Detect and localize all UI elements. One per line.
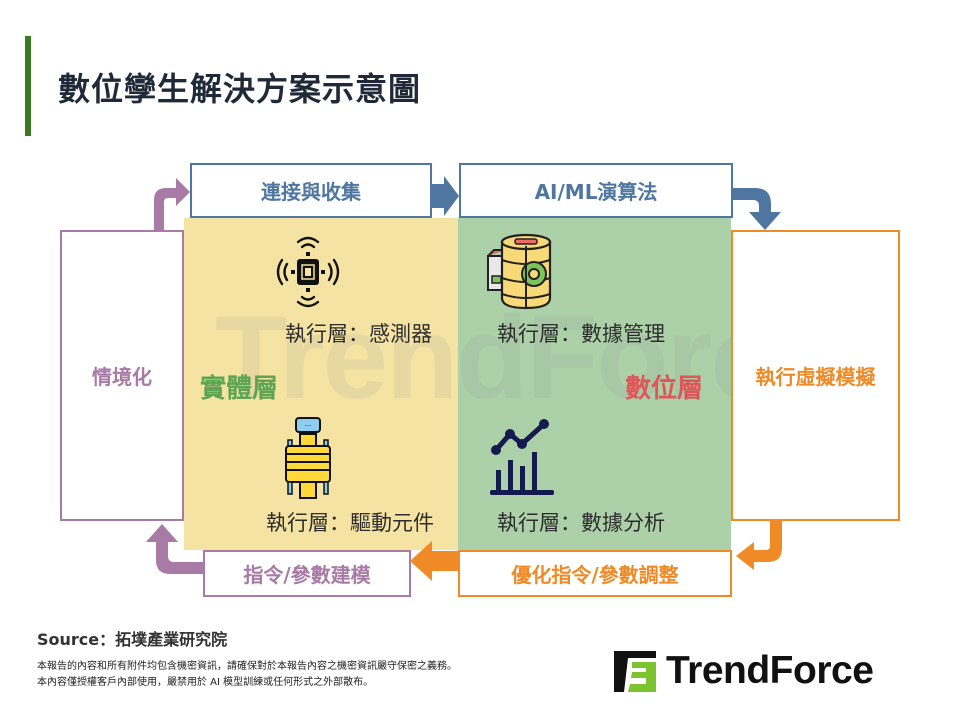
orange-arrow-left-icon [410, 541, 458, 581]
blue-arrow-right-icon [432, 176, 459, 216]
trendforce-logo-text: TrendForce [666, 649, 874, 692]
command-modeling-label: 指令/參數建模 [243, 563, 371, 587]
exec-sensor-label: 執行層：感測器 [285, 322, 432, 346]
title-accent-bar [25, 36, 31, 136]
command-modeling-box: 指令/參數建模 [203, 550, 411, 597]
virtual-simulation-box: 執行虛擬模擬 [731, 230, 900, 521]
exec-data-management-label: 執行層：數據管理 [497, 322, 665, 346]
optimize-adjust-box: 優化指令/參數調整 [458, 550, 732, 597]
optimize-adjust-label: 優化指令/參數調整 [511, 563, 679, 587]
connect-collect-box: 連接與收集 [190, 163, 432, 218]
sensor-chip-icon [276, 236, 340, 308]
source-label: Source：拓墣產業研究院 [37, 630, 228, 649]
contextualize-label: 情境化 [92, 365, 152, 389]
aiml-algorithm-label: AI/ML演算法 [534, 180, 658, 204]
trendforce-logo: TrendForce [612, 646, 932, 696]
disclaimer-line-2: 本內容僅授權客戶內部使用，嚴禁用於 AI 模型訓練或任何形式之外部散布。 [37, 677, 374, 688]
orange-curved-arrow-left-icon [736, 520, 782, 570]
virtual-simulation-label: 執行虛擬模擬 [755, 365, 876, 389]
aiml-algorithm-box: AI/ML演算法 [459, 163, 733, 218]
connector-actuator-icon: ··· [285, 417, 331, 499]
disclaimer-line-1: 本報告的內容和所有附件均包含機密資訊，請確保對於本報告內容之機密資訊嚴守保密之義… [37, 661, 457, 672]
analytics-chart-icon [490, 419, 554, 495]
digital-layer-label: 數位層 [625, 374, 704, 404]
purple-curved-arrow-up-icon [146, 524, 204, 574]
purple-curved-arrow-up-right-icon [154, 178, 190, 230]
connect-collect-label: 連接與收集 [261, 180, 361, 204]
page-title: 數位孿生解決方案示意圖 [58, 70, 422, 108]
contextualize-box: 情境化 [60, 230, 184, 521]
exec-actuator-label: 執行層：驅動元件 [266, 511, 434, 535]
database-gear-icon [487, 233, 552, 310]
svg-text:···: ··· [305, 422, 312, 430]
physical-layer-label: 實體層 [200, 374, 279, 404]
blue-curved-arrow-down-icon [733, 188, 781, 230]
exec-data-analysis-label: 執行層：數據分析 [497, 511, 665, 535]
trendforce-logo-icon [614, 651, 656, 692]
